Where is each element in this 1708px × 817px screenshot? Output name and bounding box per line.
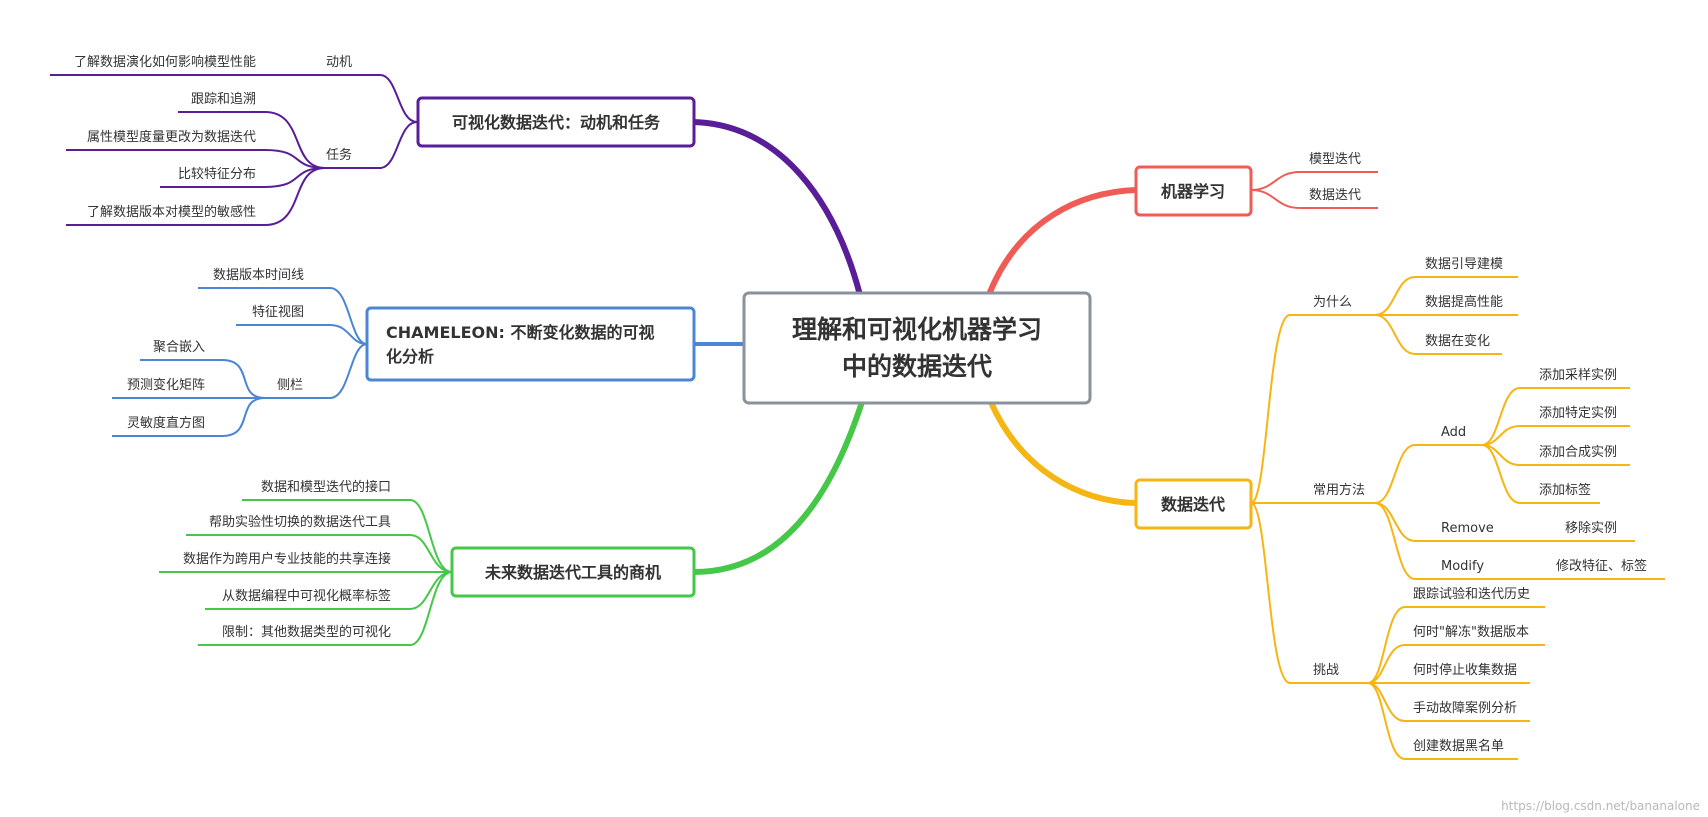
chameleon-sidebar-item: 聚合嵌入 [153, 340, 205, 355]
chameleon-title-line1: CHAMELEON: 不断变化数据的可视 [386, 323, 654, 342]
future-item: 帮助实验性切换的数据迭代工具 [209, 514, 391, 530]
center-topic-box[interactable] [742, 291, 1092, 405]
branch-di [1250, 276, 1665, 760]
motivation-renwu-item: 比较特征分布 [178, 167, 256, 182]
watermark: https://blog.csdn.net/bananalone [1501, 799, 1700, 813]
future-item: 从数据编程中可视化概率标签 [222, 588, 391, 604]
motivation-renwu-item: 属性模型度量更改为数据迭代 [87, 129, 256, 145]
chameleon-title-line2: 化分析 [386, 347, 434, 366]
di-box[interactable] [1134, 478, 1253, 530]
di-why-item: 数据提高性能 [1425, 294, 1503, 310]
connector-center-di [987, 397, 1139, 506]
branch-motivation [50, 74, 418, 226]
motivation-renwu-item: 跟踪和追溯 [191, 91, 256, 107]
chameleon-item: 数据版本时间线 [213, 268, 304, 283]
di-remove-label: Remove [1441, 521, 1494, 536]
future-item: 数据和模型迭代的接口 [261, 479, 391, 495]
future-item: 数据作为跨用户专业技能的共享连接 [183, 551, 391, 567]
di-why-item: 数据引导建模 [1425, 257, 1503, 272]
ml-title: 机器学习 [1161, 182, 1225, 201]
chameleon-box[interactable] [365, 306, 696, 382]
di-modify-item: 修改特征、标签 [1556, 558, 1647, 574]
chameleon-sidebar-item: 预测变化矩阵 [127, 377, 205, 393]
di-add-item: 添加合成实例 [1539, 445, 1617, 460]
di-add-item: 添加标签 [1539, 482, 1591, 498]
branch-ml [1250, 171, 1378, 209]
di-add-item: 添加特定实例 [1539, 406, 1617, 421]
ml-item: 数据迭代 [1309, 188, 1361, 203]
connector-center-motivation [691, 119, 863, 298]
di-challenges-item: 何时停止收集数据 [1413, 662, 1517, 678]
di-why-item: 数据在变化 [1425, 333, 1490, 349]
center-topic-line2: 中的数据迭代 [842, 352, 992, 381]
motivation-title: 可视化数据迭代：动机和任务 [452, 113, 661, 132]
motivation-dongji-item: 了解数据演化如何影响模型性能 [74, 54, 256, 70]
future-item: 限制：其他数据类型的可视化 [222, 624, 391, 640]
di-challenges-item: 创建数据黑名单 [1413, 738, 1504, 754]
di-add-item: 添加采样实例 [1539, 368, 1617, 383]
ml-item: 模型迭代 [1309, 152, 1361, 167]
chameleon-sidebar-label: 侧栏 [277, 378, 303, 393]
connector-center-ml [987, 187, 1139, 295]
motivation-box[interactable] [416, 96, 696, 148]
di-challenges-item: 手动故障案例分析 [1413, 701, 1517, 716]
di-why-label: 为什么 [1313, 295, 1352, 310]
connector-center-future [691, 399, 865, 575]
motivation-renwu-item: 了解数据版本对模型的敏感性 [87, 204, 256, 220]
chameleon-item: 特征视图 [252, 305, 304, 320]
di-methods-label: 常用方法 [1313, 482, 1365, 498]
di-challenges-item: 跟踪试验和迭代历史 [1413, 586, 1530, 602]
motivation-renwu-label: 任务 [326, 147, 352, 163]
branch-future [159, 499, 453, 646]
di-modify-label: Modify [1441, 559, 1484, 574]
future-title: 未来数据迭代工具的商机 [484, 563, 661, 582]
future-box[interactable] [450, 546, 696, 598]
ml-box[interactable] [1134, 165, 1253, 217]
di-challenges-item: 何时"解冻"数据版本 [1413, 624, 1529, 640]
di-remove-item: 移除实例 [1565, 521, 1617, 536]
di-add-label: Add [1441, 425, 1466, 440]
chameleon-sidebar-item: 灵敏度直方图 [127, 415, 205, 431]
motivation-dongji-label: 动机 [326, 55, 352, 70]
center-topic-line1: 理解和可视化机器学习 [792, 315, 1042, 344]
di-title: 数据迭代 [1161, 495, 1225, 514]
di-challenges-label: 挑战 [1313, 663, 1339, 678]
branch-chameleon [112, 287, 368, 437]
